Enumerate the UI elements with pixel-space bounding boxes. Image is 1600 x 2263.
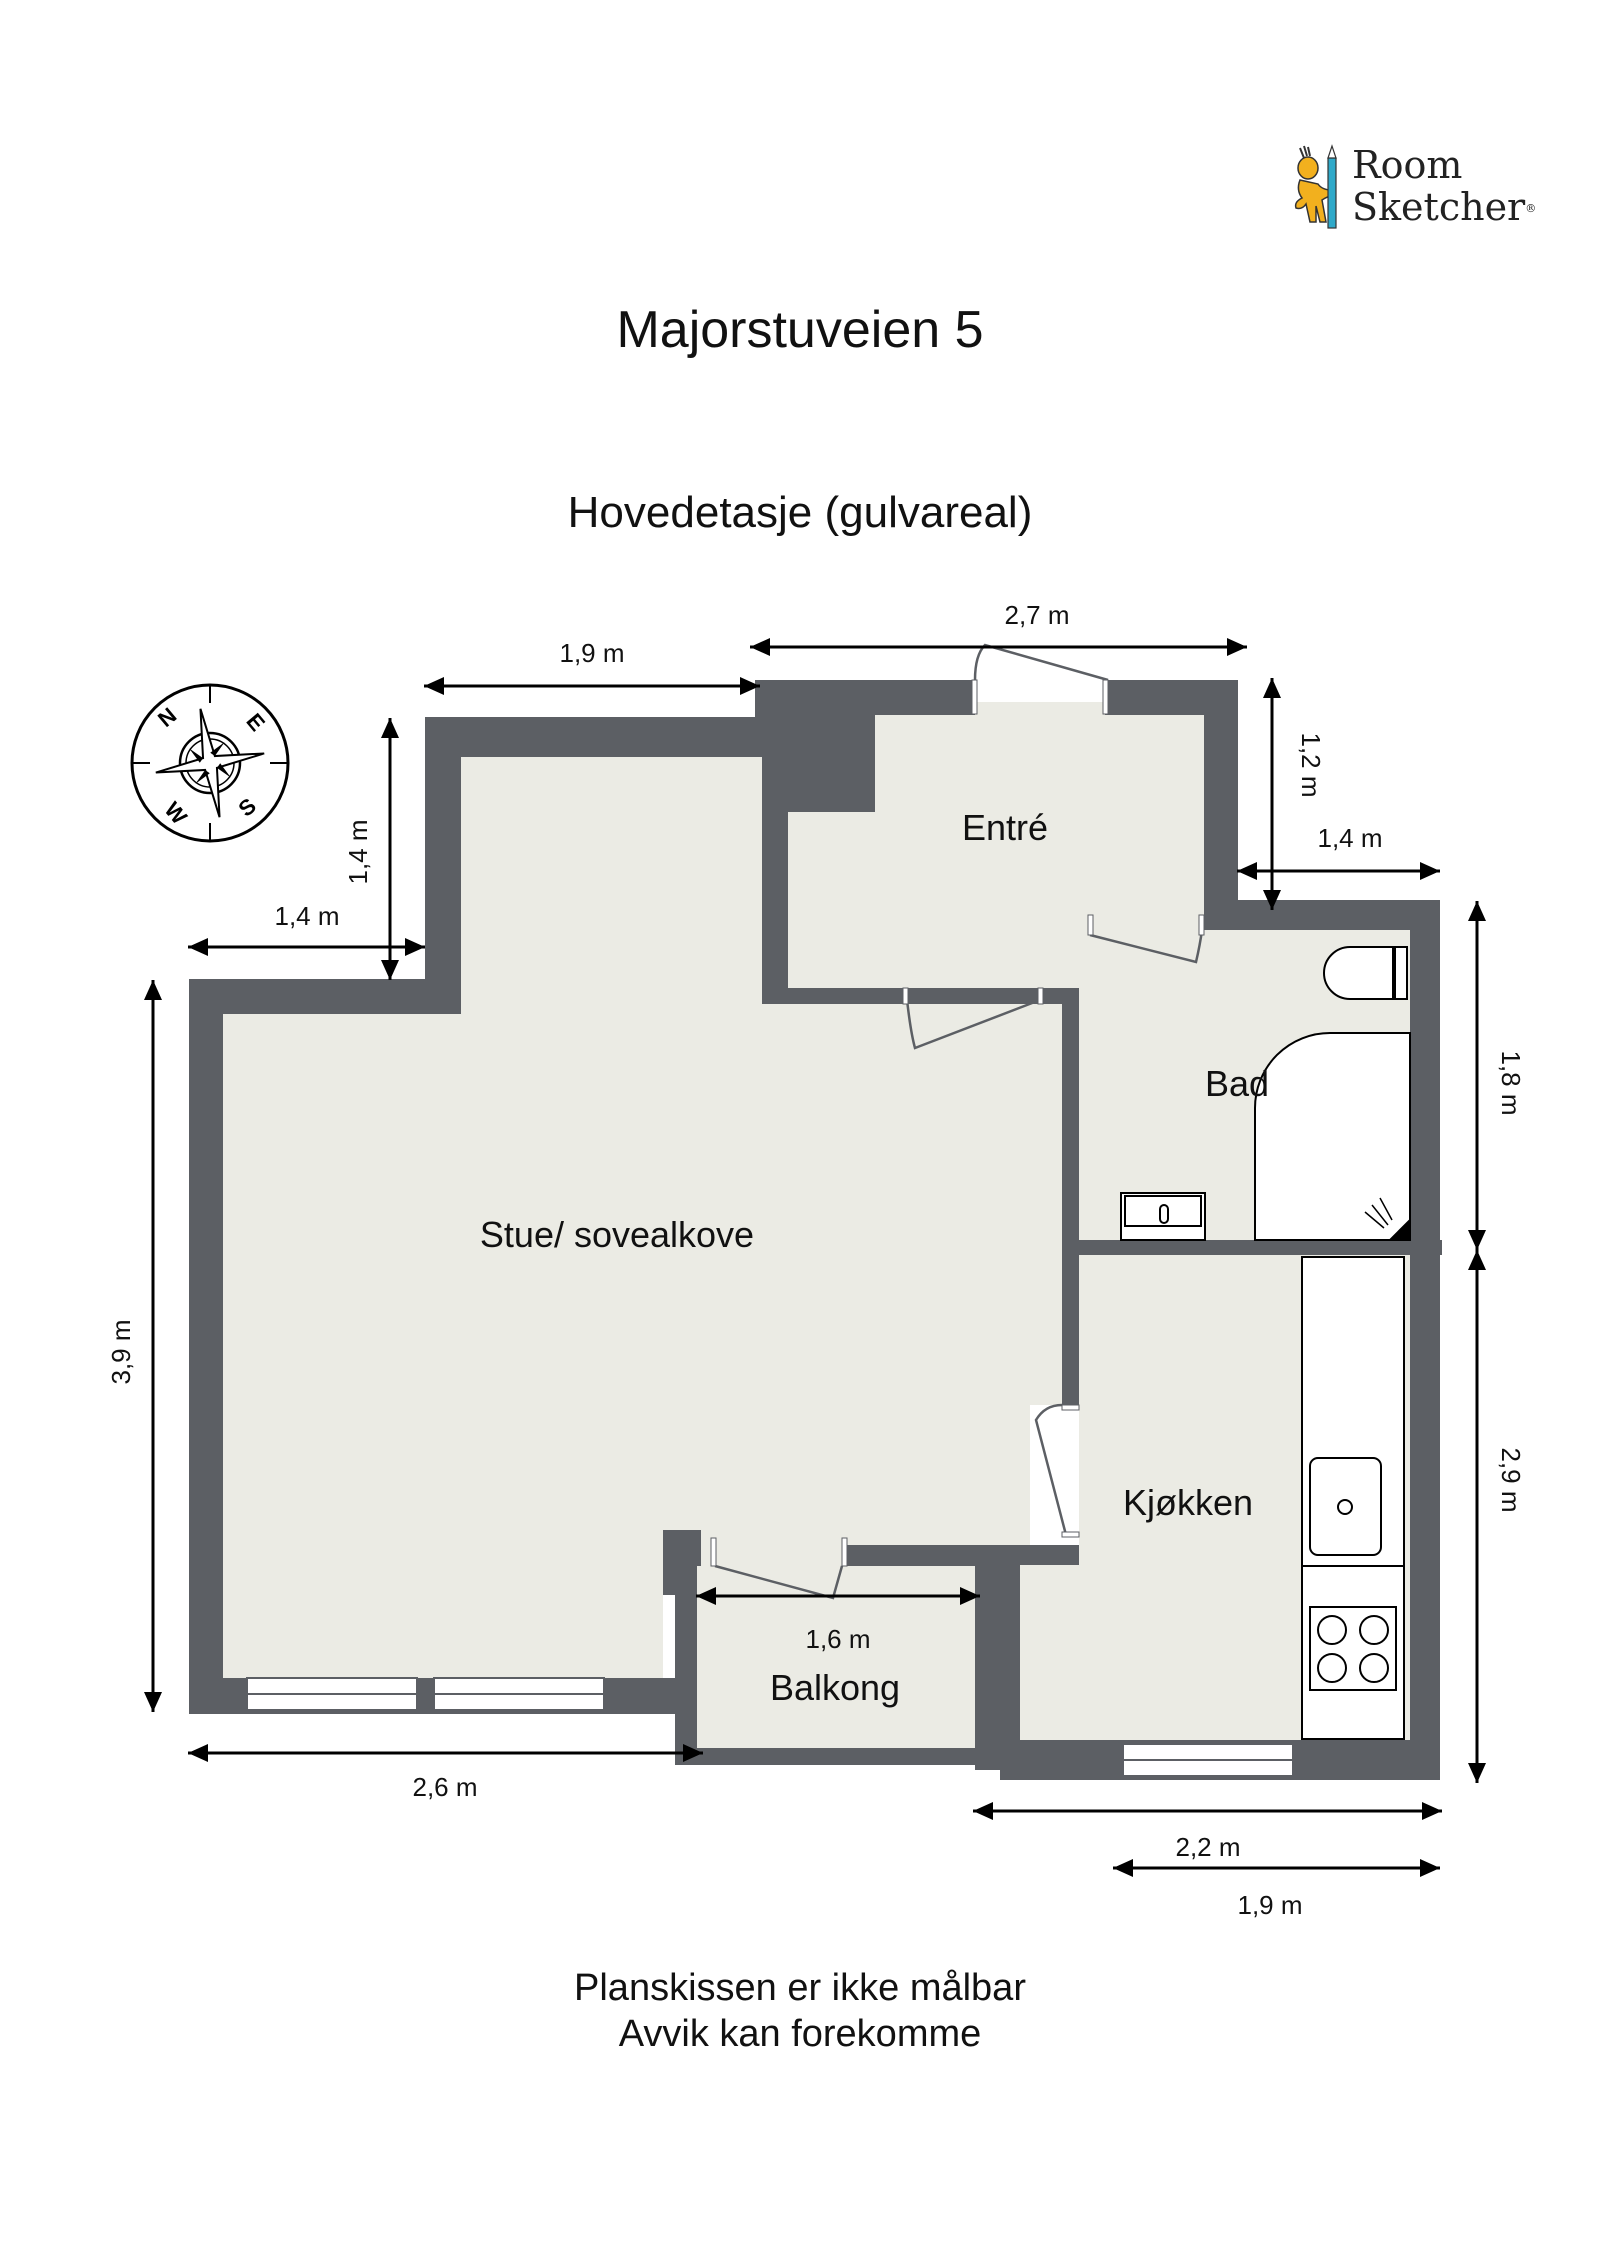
dim-left-step-width: 1,4 m [274, 901, 339, 931]
toilet-icon [1323, 946, 1394, 1000]
logo-text-line1: Room [1352, 143, 1463, 187]
dim-left-total-height: 3,9 m [106, 1319, 136, 1384]
dim-bottom-kitchen-width: 2,2 m [1175, 1832, 1240, 1862]
room-label-balkong: Balkong [770, 1667, 900, 1708]
windows [246, 1677, 1294, 1777]
dim-kitchen-height: 2,9 m [1496, 1447, 1526, 1512]
dimension-lines [144, 638, 1486, 1877]
floor-balkong [697, 1566, 975, 1748]
dim-bottom-left-width: 2,6 m [412, 1772, 477, 1802]
disclaimer-line1: Planskissen er ikke målbar [574, 1967, 1026, 2009]
dim-bad-height: 1,8 m [1496, 1050, 1526, 1115]
stove-icon [1309, 1606, 1397, 1691]
dim-left-step-height: 1,4 m [343, 819, 373, 884]
dim-right-step-width: 1,4 m [1317, 823, 1382, 853]
floor-label: Hovedetasje (gulvareal) [567, 488, 1033, 537]
page-title: Majorstuveien 5 [616, 301, 984, 359]
compass-rose-icon: N E S W [130, 683, 290, 843]
kitchen-door [1034, 1403, 1068, 1536]
disclaimer: Planskissen er ikke målbar Avvik kan for… [0, 1965, 1600, 2057]
doors [710, 643, 1205, 1600]
pencil-mascot-icon [1294, 144, 1337, 229]
logo-text-line2: Sketcher® [1352, 185, 1537, 229]
dim-right-step-height: 1,2 m [1296, 732, 1326, 797]
bathroom-sink-icon [1120, 1192, 1206, 1241]
bad-fixtures [1120, 946, 1411, 1241]
kitchen-fixtures [1301, 1256, 1405, 1740]
disclaimer-line2: Avvik kan forekomme [618, 2013, 982, 2055]
dim-balcony-width: 1,6 m [805, 1624, 870, 1654]
floor-entre [788, 715, 1204, 988]
floor-stue [223, 757, 1062, 1678]
shower-icon [1254, 1032, 1411, 1241]
dim-top-entry-width: 2,7 m [1004, 600, 1069, 630]
room-label-entre: Entré [962, 807, 1048, 848]
room-label-stue: Stue/ sovealkove [480, 1214, 754, 1255]
room-label-bad: Bad [1205, 1063, 1269, 1104]
dim-top-left-width: 1,9 m [559, 638, 624, 668]
room-label-kjokken: Kjøkken [1123, 1482, 1253, 1523]
walls [189, 680, 1442, 1780]
roomsketcher-logo: Room Sketcher® [1290, 140, 1550, 240]
dim-bottom-kitchen-inner-width: 1,9 m [1237, 1890, 1302, 1920]
